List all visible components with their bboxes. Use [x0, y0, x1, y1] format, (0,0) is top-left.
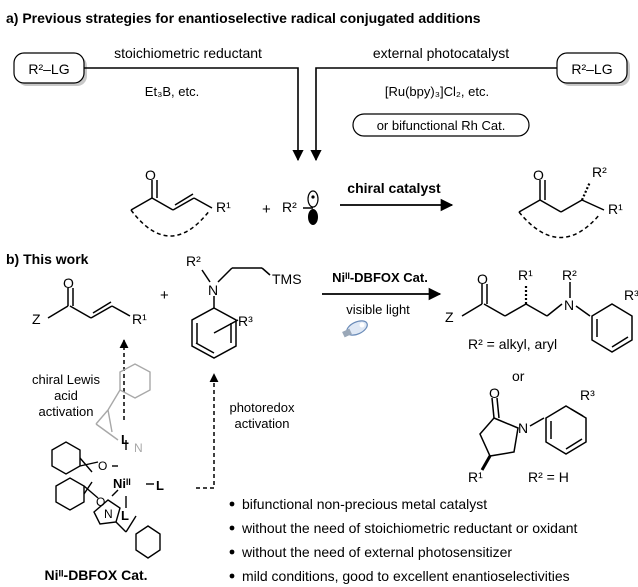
feature-item: mild conditions, good to excellent enant…	[242, 568, 570, 584]
catalyst-nitrogen-2: N	[104, 507, 113, 521]
or-label: or	[512, 368, 525, 384]
amine-r3: R³	[238, 313, 253, 329]
catalyst-ligand-bottom: L	[121, 508, 129, 523]
product-a-oxygen: O	[533, 167, 544, 183]
catalyst-above-arrow: Niᴵᴵ-DBFOX Cat.	[332, 270, 428, 285]
bullet-dot	[229, 525, 235, 531]
bullet-dot	[229, 573, 235, 579]
catalyst-metal: Niᴵᴵ	[113, 476, 131, 491]
amine-nitrogen: N	[208, 282, 218, 298]
left-pathway-example: Et₃B, etc.	[145, 84, 199, 99]
product-a-r2: R²	[592, 164, 607, 180]
right-pathway-example: [Ru(bpy)₃]Cl₂, etc.	[385, 84, 489, 99]
feature-list: bifunctional non-precious metal catalyst…	[229, 496, 578, 584]
product-b-oxygen: O	[477, 271, 488, 287]
left-reagent-label: R²–LG	[28, 61, 69, 77]
bullet-dot	[229, 549, 235, 555]
catalyst-ligand-top: L	[121, 432, 129, 447]
radical-r2: R²	[282, 199, 297, 215]
lactam-product	[479, 397, 587, 471]
product-a-r1: R¹	[608, 201, 623, 217]
amine-reagent	[191, 267, 271, 359]
light-bulb-icon	[342, 320, 368, 338]
alternative-catalyst-box	[352, 113, 530, 137]
right-pathway-label: external photocatalyst	[373, 45, 509, 61]
section-b-heading: b) This work	[6, 251, 89, 267]
bullet-dot	[229, 501, 235, 507]
product-b-r3: R³	[624, 287, 638, 303]
catalyst-oxygen-2: O	[96, 495, 105, 509]
chiral-catalyst-label: chiral catalyst	[347, 180, 441, 196]
enone-b-r1: R¹	[132, 311, 147, 327]
product-a	[518, 180, 605, 239]
lactam-condition: R² = H	[528, 469, 569, 485]
photoredox-arrow	[196, 373, 219, 489]
amine-tms: TMS	[272, 271, 302, 287]
enone-a-oxygen: O	[145, 167, 156, 183]
photoredox-label-line1: photoredox	[229, 400, 295, 415]
lewis-label-line3: activation	[39, 404, 94, 419]
product-b-nitrogen: N	[564, 297, 574, 313]
catalyst-nitrogen-1: N	[134, 441, 143, 455]
radical-orbital-icon	[303, 190, 319, 225]
enone-a-r1: R¹	[216, 199, 231, 215]
lewis-label-line1: chiral Lewis	[32, 372, 100, 387]
left-pathway-arrow	[84, 67, 304, 162]
visible-light-label: visible light	[346, 302, 410, 317]
enone-a	[130, 180, 213, 237]
lactam-r1: R¹	[468, 469, 483, 485]
right-pathway-arrow	[310, 67, 557, 162]
enone-b-z: Z	[32, 311, 41, 327]
alternative-catalyst-label: or bifunctional Rh Cat.	[377, 118, 506, 133]
catalyst-structure	[51, 363, 161, 559]
lactam-nitrogen: N	[518, 420, 528, 436]
enone-b-oxygen: O	[63, 275, 74, 291]
product-b-condition: R² = alkyl, aryl	[468, 336, 557, 352]
plus-a: +	[262, 201, 271, 218]
product-b-z: Z	[445, 309, 454, 325]
photoredox-label-line2: activation	[235, 416, 290, 431]
product-b-r2: R²	[562, 267, 577, 283]
catalyst-name: Niᴵᴵ-DBFOX Cat.	[44, 567, 147, 583]
enone-b	[47, 288, 131, 319]
feature-item: bifunctional non-precious metal catalyst	[242, 496, 487, 512]
feature-item: without the need of external photosensit…	[241, 544, 512, 560]
product-b	[461, 282, 633, 353]
section-a-heading: a) Previous strategies for enantioselect…	[6, 10, 481, 26]
amine-r2: R²	[186, 253, 201, 269]
lewis-label-line2: acid	[54, 388, 78, 403]
product-b-r1: R¹	[518, 267, 533, 283]
catalyst-oxygen-1: O	[98, 459, 107, 473]
catalyst-ligand-mid: L	[156, 478, 164, 493]
right-reagent-label: R²–LG	[571, 61, 612, 77]
lactam-oxygen: O	[489, 385, 500, 401]
plus-b: +	[160, 287, 169, 304]
feature-item: without the need of stoichiometric reduc…	[241, 520, 578, 536]
lactam-r3: R³	[580, 387, 595, 403]
left-pathway-label: stoichiometric reductant	[114, 45, 262, 61]
